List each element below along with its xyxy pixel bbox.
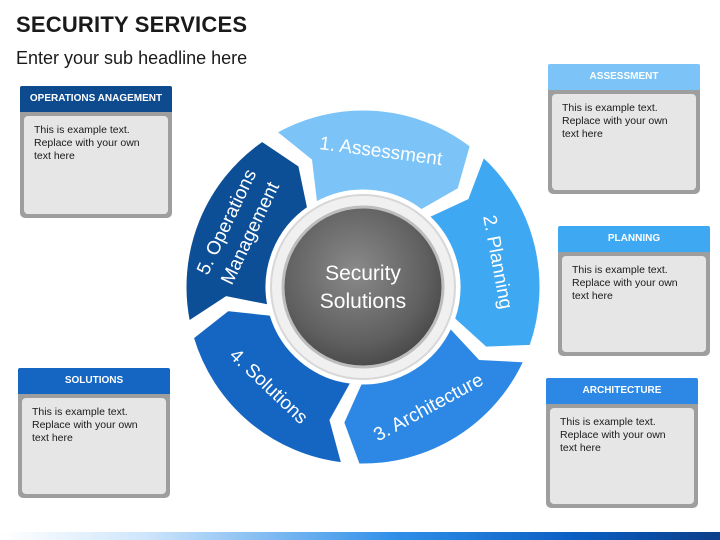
- card-operations: OPERATIONS ANAGEMENT This is example tex…: [20, 86, 172, 218]
- card-solutions-text-line: This is example text.: [32, 406, 128, 418]
- page-title: SECURITY SERVICES: [16, 12, 248, 37]
- center-circle: [281, 205, 445, 369]
- card-solutions-body: This is example text. Replace with your …: [22, 398, 166, 494]
- card-planning-text-line: text here: [572, 290, 613, 302]
- card-operations-body: This is example text. Replace with your …: [24, 116, 168, 214]
- card-architecture-text-line: text here: [560, 442, 601, 454]
- card-assessment: ASSESSMENT This is example text. Replace…: [548, 64, 700, 194]
- center-label-line2: Solutions: [320, 290, 406, 313]
- card-architecture-text-line: This is example text.: [560, 416, 656, 428]
- card-planning-body: This is example text. Replace with your …: [562, 256, 706, 352]
- card-architecture-body: This is example text. Replace with your …: [550, 408, 694, 504]
- cycle-segment: [425, 153, 543, 350]
- page-subtitle: Enter your sub headline here: [16, 48, 248, 68]
- card-solutions-header: SOLUTIONS: [18, 368, 170, 394]
- cycle-segment: [341, 324, 528, 467]
- card-solutions-frame: This is example text. Replace with your …: [18, 394, 170, 498]
- card-assessment-header: ASSESSMENT: [548, 64, 700, 90]
- card-operations-frame: This is example text. Replace with your …: [20, 112, 172, 218]
- cycle-segment: [272, 107, 474, 213]
- cycle-segment: [183, 138, 311, 325]
- card-architecture-header: ARCHITECTURE: [546, 378, 698, 404]
- card-assessment-body: This is example text. Replace with your …: [552, 94, 696, 190]
- card-planning-frame: This is example text. Replace with your …: [558, 252, 710, 356]
- card-operations-text-line: This is example text.: [34, 124, 130, 136]
- card-architecture-text-line: Replace with your own: [560, 429, 666, 441]
- card-planning-text-line: Replace with your own: [572, 277, 678, 289]
- card-assessment-text-line: This is example text.: [562, 102, 658, 114]
- cycle-segment: [190, 308, 355, 466]
- footer-accent-bar: [0, 532, 720, 540]
- card-planning: PLANNING This is example text. Replace w…: [558, 226, 710, 356]
- card-solutions: SOLUTIONS This is example text. Replace …: [18, 368, 170, 498]
- card-assessment-text-line: Replace with your own: [562, 115, 668, 127]
- card-solutions-text-line: Replace with your own: [32, 419, 138, 431]
- card-architecture-frame: This is example text. Replace with your …: [546, 404, 698, 508]
- card-operations-text-line: text here: [34, 150, 75, 162]
- center-label-line1: Security: [325, 262, 401, 285]
- card-assessment-frame: This is example text. Replace with your …: [548, 90, 700, 194]
- card-operations-text-line: Replace with your own: [34, 137, 140, 149]
- card-assessment-text-line: text here: [562, 128, 603, 140]
- card-solutions-text-line: text here: [32, 432, 73, 444]
- card-operations-header: OPERATIONS ANAGEMENT: [20, 86, 172, 112]
- card-planning-header: PLANNING: [558, 226, 710, 252]
- card-planning-text-line: This is example text.: [572, 264, 668, 276]
- card-architecture: ARCHITECTURE This is example text. Repla…: [546, 378, 698, 508]
